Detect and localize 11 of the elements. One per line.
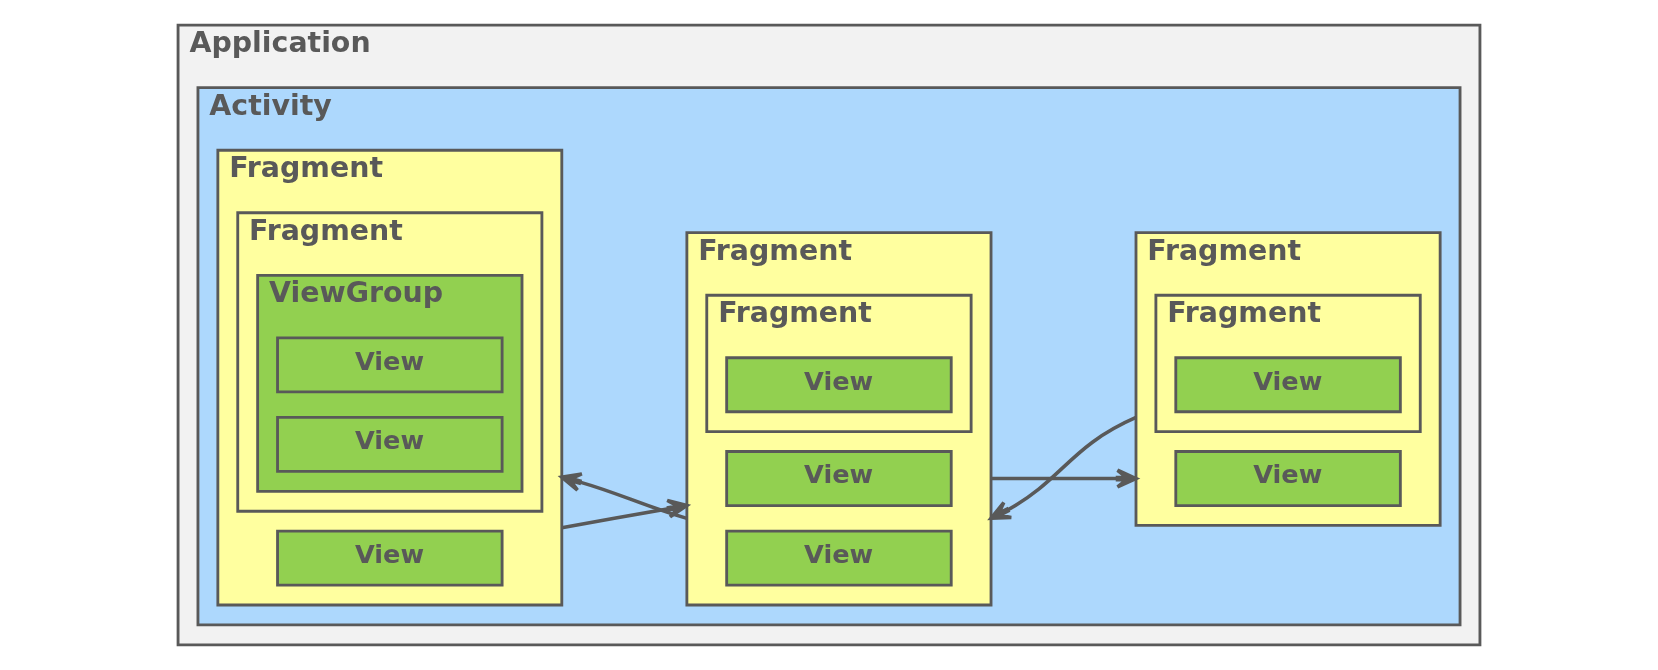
- node-box: View: [725, 356, 953, 414]
- node-box: View: [725, 450, 953, 507]
- node-box: View: [276, 336, 504, 394]
- node-box: View: [1174, 450, 1402, 507]
- arrow: [991, 468, 1138, 489]
- node-box: View: [1174, 356, 1402, 414]
- node-box: View: [276, 529, 504, 587]
- arrow: [561, 498, 689, 530]
- node-box: View: [725, 529, 953, 587]
- node-box: View: [276, 416, 504, 473]
- arrow: [560, 472, 688, 521]
